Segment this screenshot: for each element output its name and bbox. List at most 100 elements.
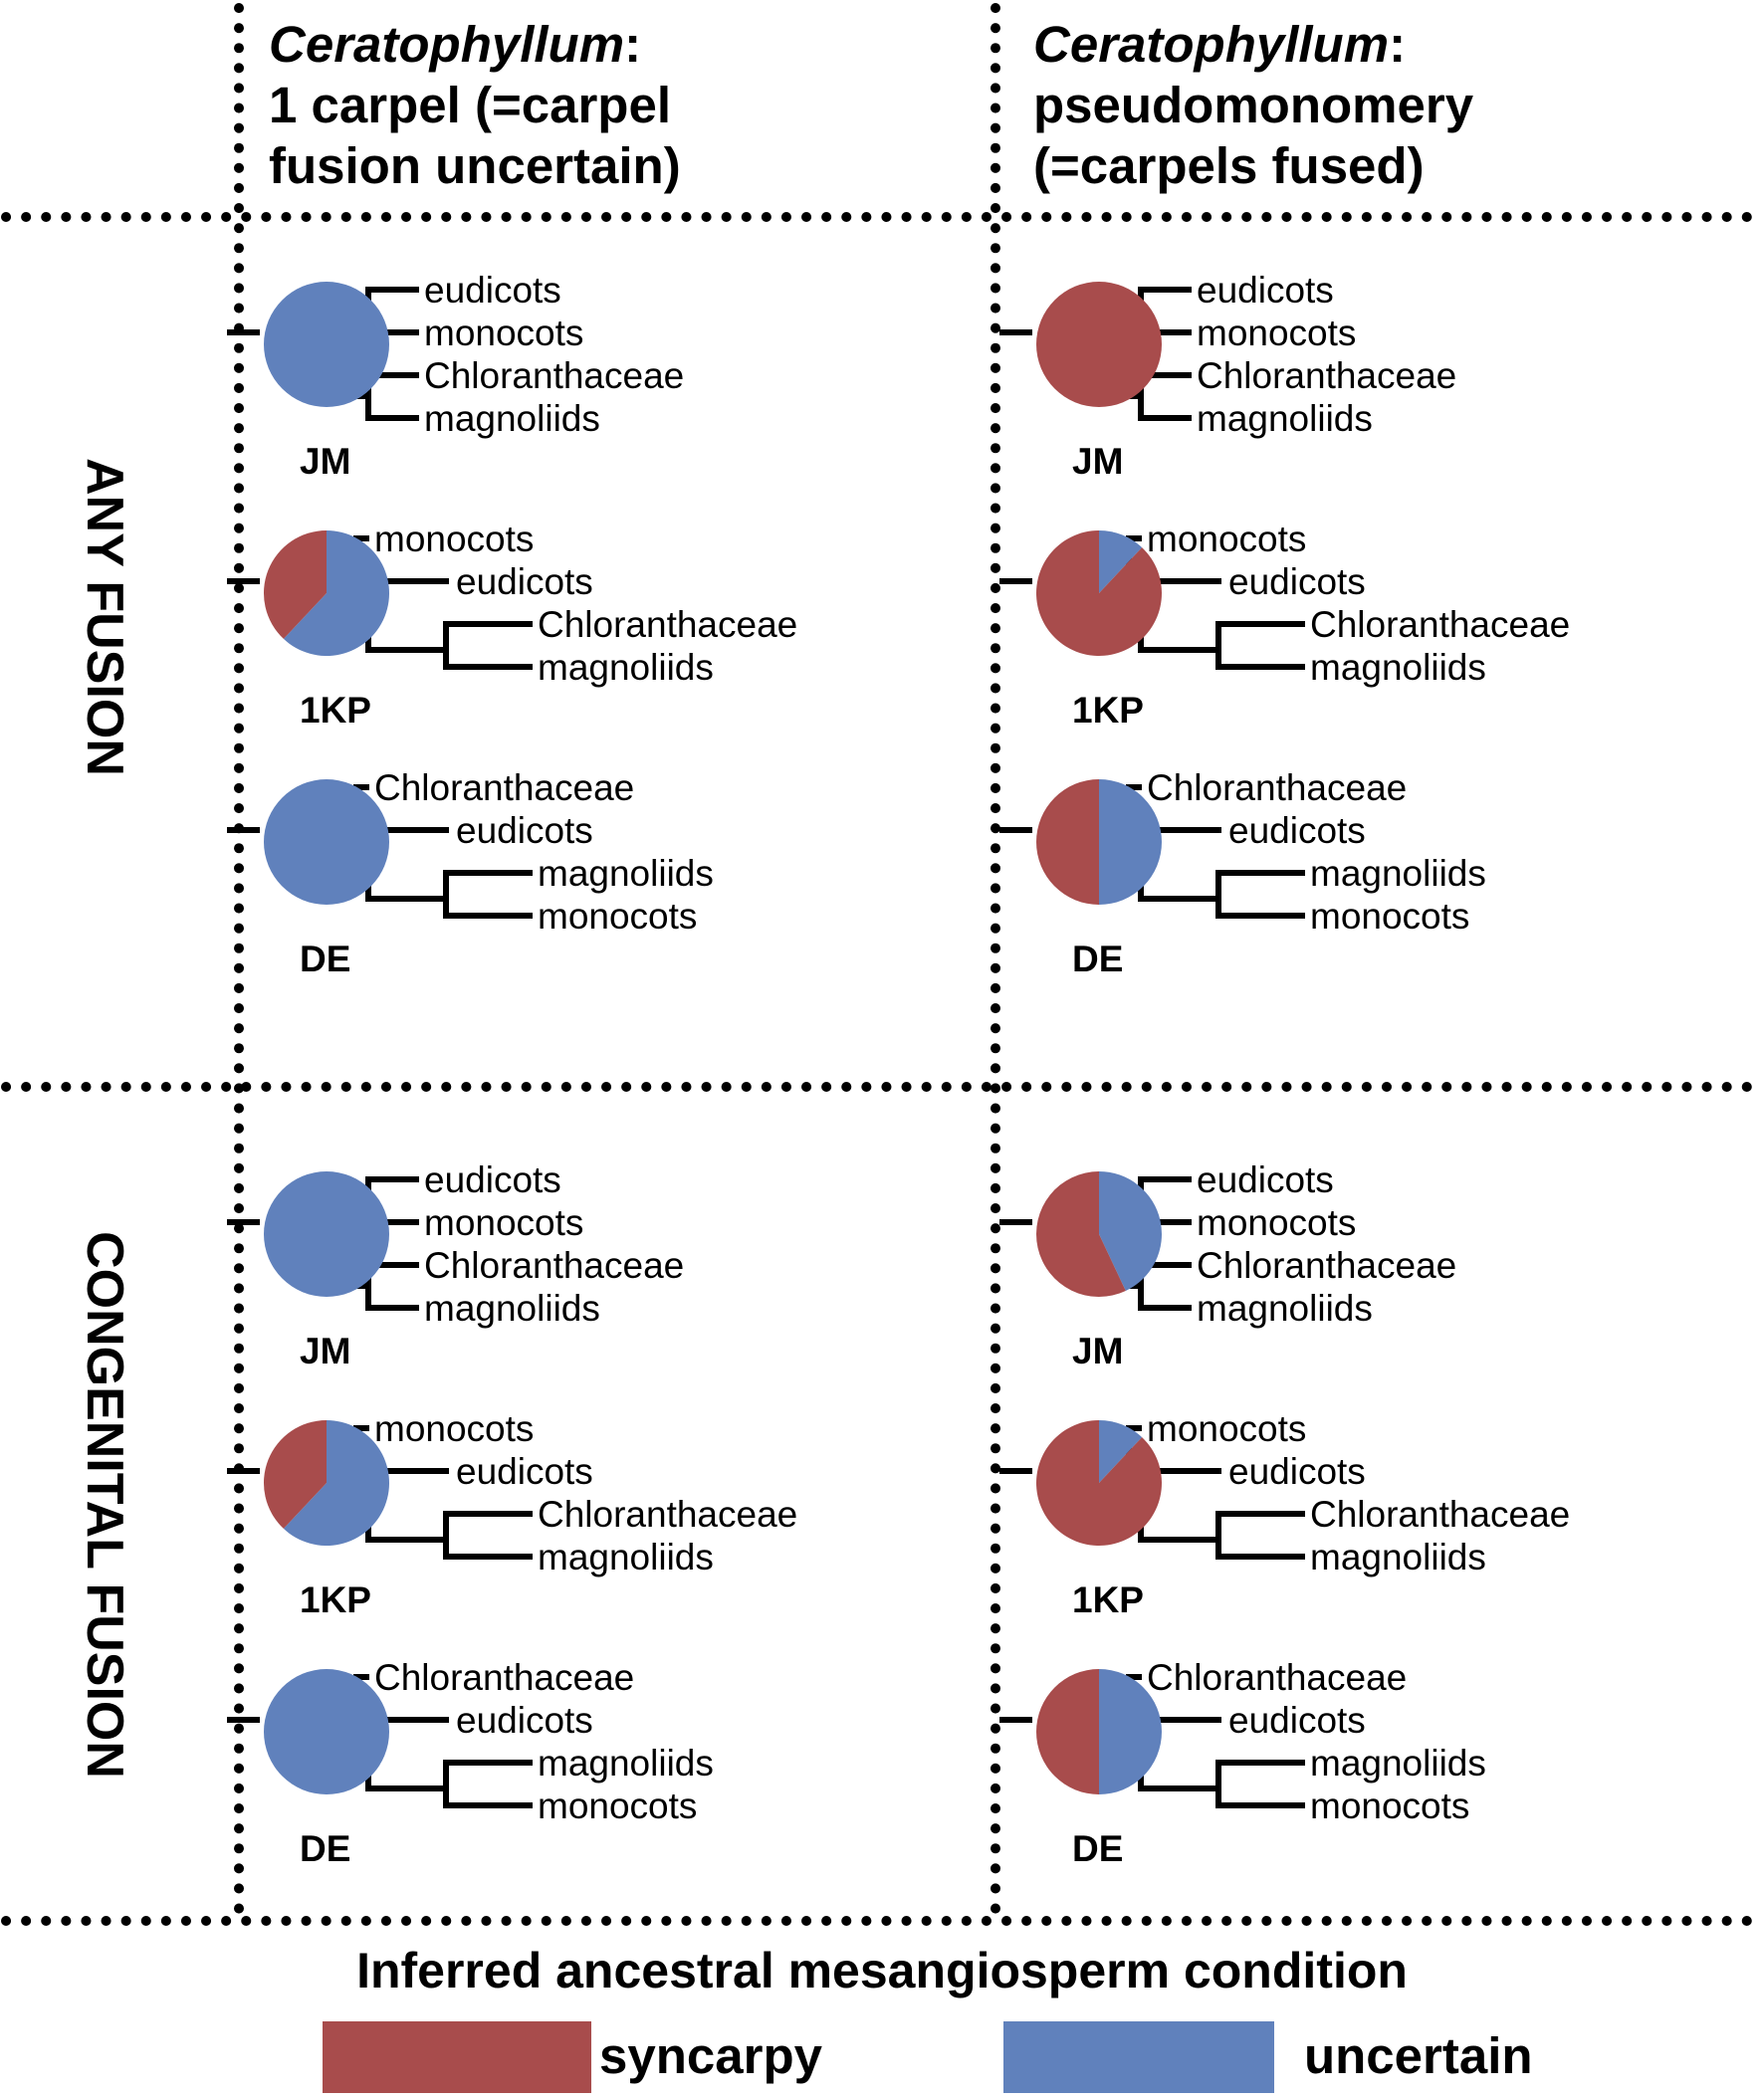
footer-title: Inferred ancestral mesangiosperm conditi… [356,1943,1408,1998]
taxon-label: eudicots [456,1451,593,1492]
pie-slice-uncertain [1099,530,1143,593]
taxon-label: magnoliids [1310,853,1486,894]
pie-chart-jm [1036,1171,1163,1298]
taxon-label: monocots [374,1408,534,1449]
pie-chart-de [264,779,389,905]
legend-swatch-syncarpy [323,2021,591,2093]
taxon-label: magnoliids [538,1537,714,1577]
taxon-label: magnoliids [424,398,600,439]
taxon-label: eudicots [456,810,593,851]
pie-slice-uncertain [1099,1669,1162,1794]
legend-label-syncarpy: syncarpy [599,2027,822,2084]
tree-label-de: DE [300,1828,350,1869]
taxon-label: Chloranthaceae [374,767,634,808]
tree-label-1kp: 1KP [1072,1579,1144,1620]
taxon-label: Chloranthaceae [1197,355,1456,396]
taxon-label: eudicots [424,1159,561,1200]
pie-chart-jm [264,282,389,407]
pie-slice-uncertain [1099,1171,1163,1292]
taxon-label: eudicots [1228,561,1366,602]
row-header-congenital-fusion: CONGENITAL FUSION [76,1231,133,1779]
pie-slice-syncarpy [263,530,327,639]
taxon-label: Chloranthaceae [374,1657,634,1698]
taxon-label: Chloranthaceae [1310,1494,1570,1535]
pie-slice-syncarpy [1036,1420,1163,1547]
taxon-label: eudicots [456,1700,593,1741]
taxon-label: magnoliids [538,647,714,688]
taxon-label: monocots [1147,1408,1306,1449]
tree-label-jm: JM [1072,441,1123,482]
taxon-label: monocots [1310,1785,1469,1826]
taxon-label: eudicots [1197,270,1334,311]
taxon-label: Chloranthaceae [424,355,684,396]
tree-label-1kp: 1KP [300,690,371,731]
tree-label-de: DE [1072,939,1123,979]
taxon-label: magnoliids [1310,1743,1486,1784]
pie-slice-uncertain [264,1669,389,1794]
taxon-label: magnoliids [1197,1288,1373,1329]
column-header-pseudomonomery: Ceratophyllum: pseudomonomery (=carpels … [1033,16,1474,194]
taxon-label: monocots [424,1202,583,1243]
taxon-label: magnoliids [1310,647,1486,688]
taxon-label: Chloranthaceae [538,1494,797,1535]
pie-slice-uncertain [1099,1420,1143,1483]
column-header-1-carpel: Ceratophyllum: 1 carpel (=carpel fusion … [269,16,681,194]
pie-chart-jm [264,1171,389,1297]
pie-slice-syncarpy [263,1420,327,1529]
pie-slice-syncarpy [1036,1171,1126,1298]
taxon-label: eudicots [424,270,561,311]
taxon-label: Chloranthaceae [1147,767,1407,808]
pie-chart-1kp [1036,1420,1163,1547]
taxon-label: magnoliids [1197,398,1373,439]
tree-label-jm: JM [300,441,350,482]
taxon-label: Chloranthaceae [538,604,797,645]
pie-chart-1kp [1036,530,1163,656]
pie-slice-uncertain [283,1420,389,1546]
tree-label-de: DE [300,939,350,979]
taxon-label: Chloranthaceae [424,1245,684,1286]
taxon-label: monocots [1310,896,1469,937]
taxon-label: monocots [374,519,534,559]
taxon-label: monocots [538,896,697,937]
taxon-label: monocots [424,313,583,353]
pie-chart-de [264,1669,389,1794]
taxon-label: magnoliids [424,1288,600,1329]
pie-chart-1kp [263,530,389,657]
tree-label-jm: JM [1072,1331,1123,1371]
taxon-label: monocots [1197,1202,1356,1243]
pie-slice-uncertain [283,530,389,657]
pie-chart-de [1036,779,1162,905]
pie-slice-syncarpy [1036,282,1162,407]
taxon-label: Chloranthaceae [1197,1245,1456,1286]
taxon-label: Chloranthaceae [1310,604,1570,645]
tree-label-1kp: 1KP [300,1579,371,1620]
pie-slice-uncertain [264,779,389,905]
tree-label-1kp: 1KP [1072,690,1144,731]
pie-slice-syncarpy [1036,779,1099,905]
pie-slice-syncarpy [1036,530,1163,656]
tree-label-de: DE [1072,1828,1123,1869]
pie-chart-de [1036,1669,1162,1794]
taxon-label: monocots [1197,313,1356,353]
taxon-label: magnoliids [1310,1537,1486,1577]
pie-chart-1kp [263,1420,389,1546]
legend-swatch-uncertain [1003,2021,1274,2093]
pie-slice-uncertain [264,1171,389,1297]
taxon-label: eudicots [1228,810,1366,851]
row-header-any-fusion: ANY FUSION [76,458,133,776]
pie-slice-syncarpy [1036,1669,1099,1794]
taxon-label: eudicots [1228,1700,1366,1741]
taxon-label: monocots [1147,519,1306,559]
taxon-label: Chloranthaceae [1147,1657,1407,1698]
taxon-label: eudicots [1228,1451,1366,1492]
taxon-label: monocots [538,1785,697,1826]
taxon-label: magnoliids [538,853,714,894]
pie-slice-uncertain [264,282,389,407]
legend-label-uncertain: uncertain [1304,2027,1533,2084]
taxon-label: magnoliids [538,1743,714,1784]
pie-slice-uncertain [1099,779,1162,905]
pie-chart-jm [1036,282,1162,407]
